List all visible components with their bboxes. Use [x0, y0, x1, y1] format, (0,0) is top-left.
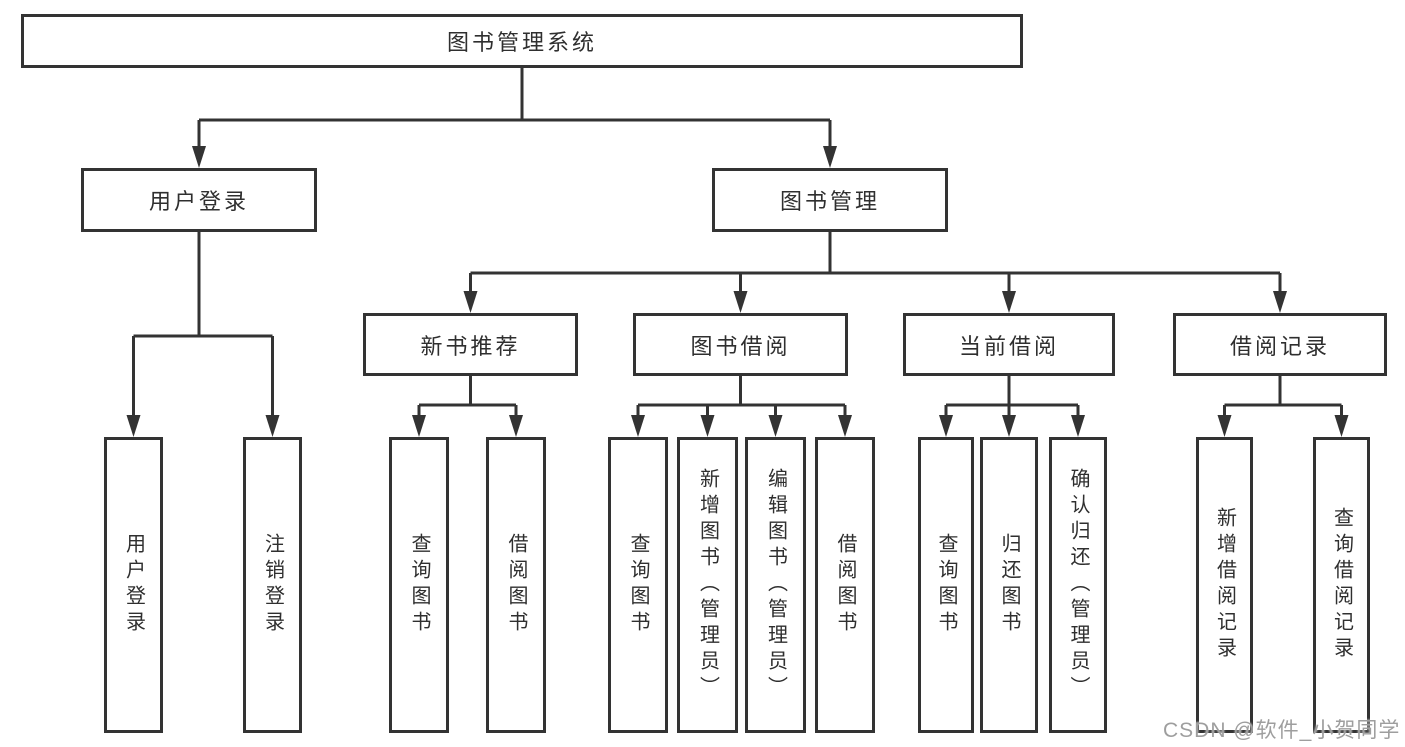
leaf-query-books-recommend: 查询图书: [389, 437, 449, 733]
node-label: 用户登录: [148, 189, 249, 214]
leaf-edit-books-admin: 编辑图书（管理员）: [745, 437, 806, 733]
node-label: 归还图书: [998, 533, 1020, 637]
connector-borrow-records: [1223, 376, 1343, 419]
connector-book-borrow: [636, 376, 847, 419]
node-label: 新书推荐: [420, 333, 521, 359]
arrowhead: [126, 415, 141, 437]
arrowhead: [768, 415, 783, 437]
node-label: 查询图书: [627, 533, 649, 637]
connector-new-book-recommend: [417, 376, 518, 419]
leaf-add-books-admin: 新增图书（管理员）: [677, 437, 738, 733]
csdn-watermark: CSDN @软件_小贺同学: [1163, 719, 1401, 742]
arrowhead: [700, 415, 715, 437]
arrowhead: [1002, 415, 1016, 437]
node-new-book-recommend: 新书推荐: [363, 313, 578, 376]
node-library-system: 图书管理系统: [21, 14, 1023, 68]
arrowhead: [463, 291, 478, 313]
leaf-confirm-return-admin: 确认归还（管理员）: [1049, 437, 1107, 733]
node-label: 图书管理系统: [446, 30, 597, 55]
node-label: 图书借阅: [690, 333, 791, 359]
arrowhead: [823, 146, 837, 168]
node-book-management: 图书管理: [712, 168, 948, 232]
arrowhead: [1217, 415, 1232, 437]
leaf-query-books-borrow: 查询图书: [608, 437, 668, 733]
node-label: 查询图书: [935, 533, 957, 637]
leaf-query-borrow-record: 查询借阅记录: [1313, 437, 1370, 733]
arrowhead: [1002, 291, 1016, 313]
connector-book-management: [469, 232, 1282, 295]
arrowhead: [1071, 415, 1085, 437]
leaf-borrow-books: 借阅图书: [815, 437, 875, 733]
arrowhead: [265, 415, 280, 437]
arrowhead: [412, 415, 426, 437]
node-user-login: 用户登录: [81, 168, 317, 232]
node-borrow-records: 借阅记录: [1173, 313, 1387, 376]
leaf-return-books: 归还图书: [980, 437, 1038, 733]
leaf-user-login: 用户登录: [104, 437, 163, 733]
connector-root: [197, 68, 832, 150]
leaf-logout: 注销登录: [243, 437, 302, 733]
arrowhead: [939, 415, 953, 437]
arrowhead: [1334, 415, 1349, 437]
arrowhead: [838, 415, 852, 437]
node-label: 借阅图书: [505, 533, 527, 637]
connector-current-borrow: [944, 376, 1080, 419]
node-label: 借阅图书: [834, 533, 856, 637]
node-label: 新增图书（管理员）: [696, 468, 719, 702]
connector-user-login: [132, 232, 274, 419]
node-label: 查询图书: [408, 533, 430, 637]
arrowhead: [1273, 291, 1287, 313]
node-label: 图书管理: [779, 189, 880, 214]
arrowhead: [192, 146, 206, 168]
node-current-borrow: 当前借阅: [903, 313, 1115, 376]
node-label: 注销登录: [261, 533, 284, 637]
node-label: 用户登录: [122, 533, 145, 637]
node-label: 确认归还（管理员）: [1067, 468, 1089, 702]
node-label: 查询借阅记录: [1330, 507, 1353, 663]
arrowhead: [733, 291, 748, 313]
arrowhead: [631, 415, 645, 437]
leaf-query-books-current: 查询图书: [918, 437, 974, 733]
node-label: 当前借阅: [958, 333, 1059, 359]
node-label: 新增借阅记录: [1213, 507, 1236, 663]
arrowhead: [509, 415, 523, 437]
leaf-add-borrow-record: 新增借阅记录: [1196, 437, 1253, 733]
node-label: 编辑图书（管理员）: [764, 468, 787, 702]
node-book-borrow: 图书借阅: [633, 313, 848, 376]
node-label: 借阅记录: [1229, 333, 1330, 359]
leaf-borrow-books-recommend: 借阅图书: [486, 437, 546, 733]
